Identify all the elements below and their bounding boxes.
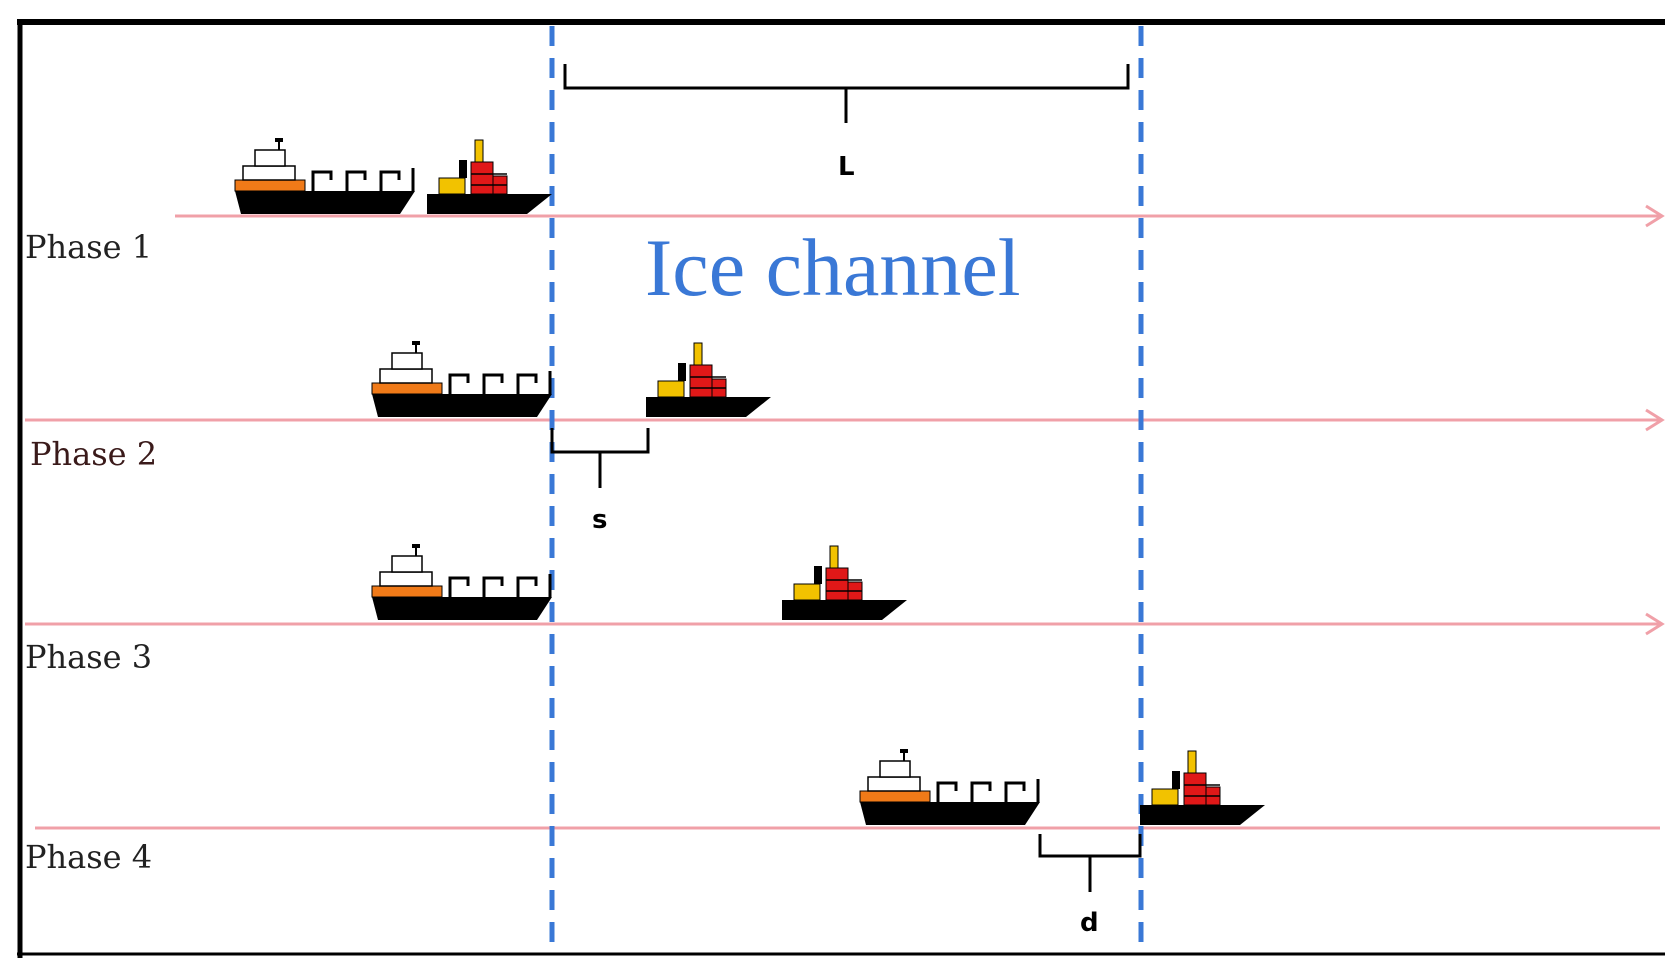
brace-distance bbox=[1038, 834, 1142, 892]
brace-separation bbox=[550, 428, 650, 488]
phase-label-4: Phase 4 bbox=[25, 838, 152, 876]
icebreaker-ship-icon bbox=[781, 545, 908, 621]
label-distance: d bbox=[1080, 908, 1099, 938]
label-separation: s bbox=[592, 505, 607, 535]
phase-track-1 bbox=[175, 204, 1665, 228]
icebreaker-ship-icon bbox=[1139, 750, 1266, 826]
cargo-ship-icon bbox=[858, 747, 1042, 827]
phase-label-1: Phase 1 bbox=[25, 228, 152, 266]
cargo-ship-icon bbox=[370, 542, 554, 622]
diagram-title: Ice channel bbox=[645, 222, 1021, 313]
brace-channel-length bbox=[563, 64, 1130, 123]
phase-track-3 bbox=[25, 612, 1665, 636]
phase-label-2: Phase 2 bbox=[30, 435, 157, 473]
cargo-ship-icon bbox=[233, 136, 417, 216]
icebreaker-ship-icon bbox=[645, 342, 772, 418]
phase-track-2 bbox=[25, 408, 1665, 432]
phase-label-3: Phase 3 bbox=[25, 638, 152, 676]
icebreaker-ship-icon bbox=[426, 139, 553, 215]
cargo-ship-icon bbox=[370, 339, 554, 419]
label-channel-length: L bbox=[838, 152, 855, 182]
